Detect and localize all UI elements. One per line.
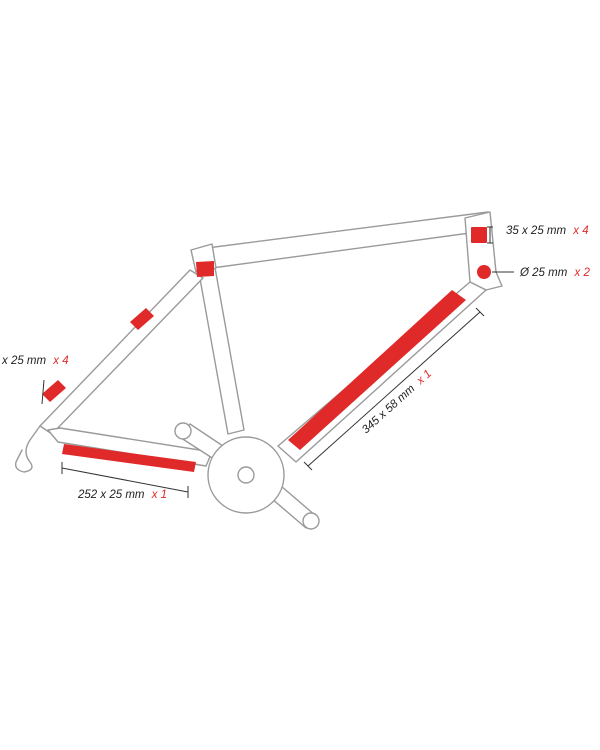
dim-seat-stay xyxy=(41,379,45,405)
patch-round xyxy=(477,265,491,279)
pedal-spindle-front xyxy=(174,422,192,440)
patch-head-tube xyxy=(471,227,487,243)
patch-down-tube xyxy=(288,290,466,450)
rear-dropout xyxy=(14,425,41,473)
patch-seat-stay-lower xyxy=(42,380,66,402)
chain-stay xyxy=(47,427,213,467)
bottom-bracket xyxy=(237,466,255,484)
label-round-patch: Ø 25 mm x 2 xyxy=(519,267,590,279)
dim-chain-stay xyxy=(61,467,189,493)
label-chain-stay: 252 x 25 mm x 1 xyxy=(77,489,167,501)
seat-tube xyxy=(196,261,245,435)
top-tube xyxy=(206,211,493,269)
dim-down-tube xyxy=(307,311,481,467)
seat-stay xyxy=(39,269,204,435)
patch-top-tube xyxy=(196,261,214,277)
label-head-patch: 35 x 25 mm x 4 xyxy=(506,225,589,237)
dimension-lines xyxy=(41,226,514,498)
patch-seat-stay-upper xyxy=(130,308,154,330)
bike-frame xyxy=(14,211,503,530)
protection-patches xyxy=(42,227,491,472)
label-seat-stay: x 25 mm x 4 xyxy=(1,355,69,367)
pedal-spindle-rear xyxy=(302,512,320,530)
patch-chain-stay xyxy=(62,444,196,472)
